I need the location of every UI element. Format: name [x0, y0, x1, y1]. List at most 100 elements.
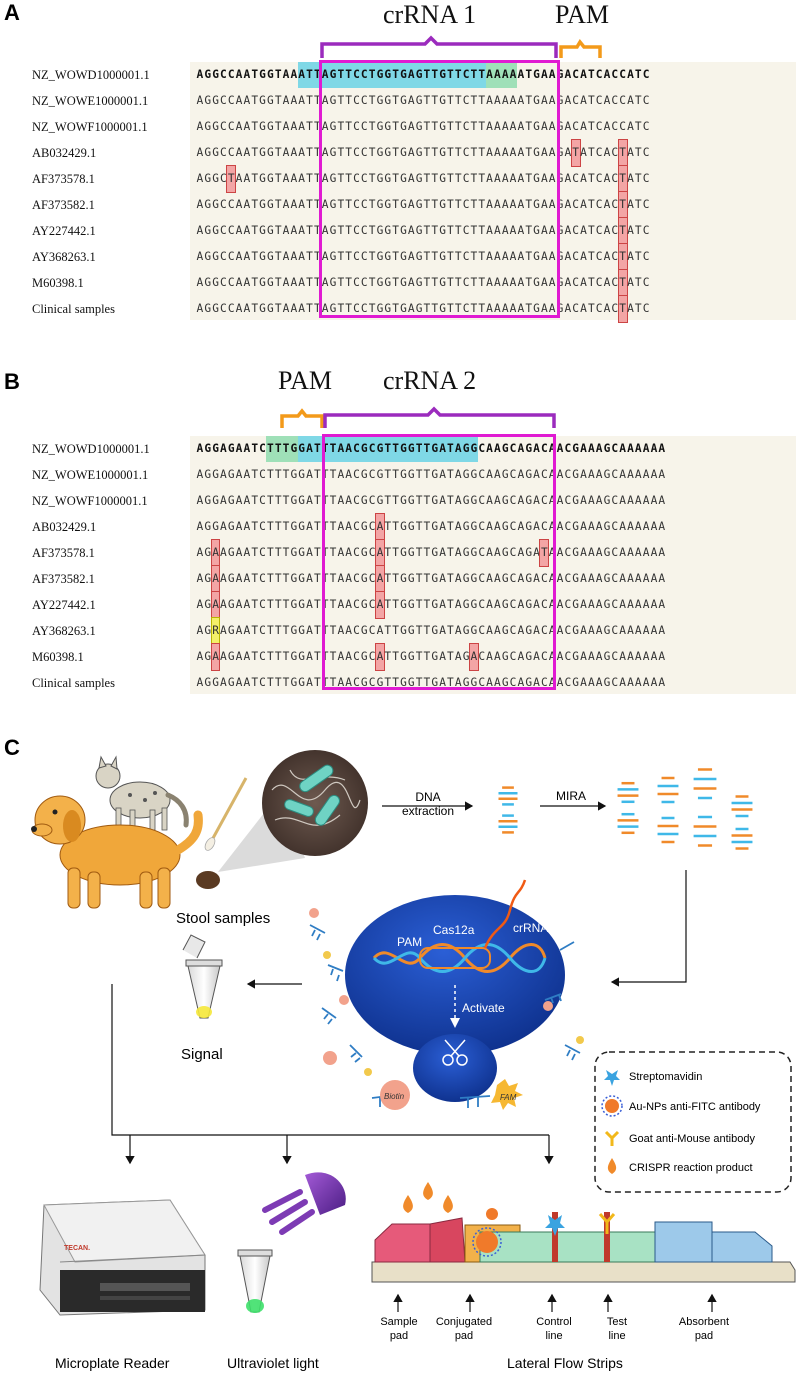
sequence-row: AGAAGAATCTTTGGATTTAACGCATTGGTTGATAGACAAG… [190, 643, 666, 671]
pam-label-b: PAM [278, 366, 332, 395]
legend-label-0: Streptomavidin [629, 1071, 702, 1083]
crrna2-label: crRNA 2 [383, 366, 477, 395]
sequence-name: AY368263.1 [32, 624, 96, 638]
strip-label: Absorbent pad [672, 1315, 736, 1343]
dna-extraction-line-1: DNA [415, 790, 441, 804]
au-np-icon [601, 1095, 623, 1117]
sequence-row: AGAAGAATCTTTGGATTTAACGCATTGGTTGATAGGCAAG… [190, 539, 666, 567]
dog-illustration [31, 795, 203, 909]
strip-label-line-2: pad [389, 1330, 409, 1342]
panel-b-brackets [280, 406, 556, 428]
droplet-icon [607, 1158, 617, 1174]
strip-label-line-1: Control [536, 1316, 572, 1328]
signal-label: Signal [181, 1046, 223, 1063]
sequence-name: NZ_WOWD1000001.1 [32, 68, 150, 82]
biotin-text: Biotin [384, 1092, 405, 1101]
sequence-name: NZ_WOWD1000001.1 [32, 442, 150, 456]
cas12a-complex [345, 879, 565, 1102]
strip-label-line-1: Absorbent [678, 1316, 730, 1328]
sequence-row: AGAAGAATCTTTGGATTTAACGCATTGGTTGATAGGCAAG… [190, 591, 666, 619]
sequence-name: Clinical samples [32, 676, 115, 690]
sequence-name: AY227442.1 [32, 224, 96, 238]
legend-label-1: Au-NPs anti-FITC antibody [629, 1101, 761, 1113]
sequence-row: AGGAGAATCTTTGGATTTAACGCGTTGGTTGATAGGCAAG… [196, 494, 666, 507]
cas12a-text: Cas12a [433, 923, 475, 937]
bacteria-magnified-view [262, 750, 368, 856]
sequence-name: NZ_WOWE1000001.1 [32, 468, 149, 482]
swab-illustration [204, 777, 248, 851]
sequence-row: AGGCCAATGGTAAATTAGTTCCTGGTGAGTTGTTCTTAAA… [190, 295, 650, 323]
sequence-name: NZ_WOWF1000001.1 [32, 494, 148, 508]
sequence-name: NZ_WOWE1000001.1 [32, 94, 149, 108]
stool-illustration [196, 871, 220, 889]
crrna-text: crRNA [513, 921, 548, 935]
sequence-row: AGGCCAATGGTAAATTAGTTCCTGGTGAGTTGTTCTTAAA… [190, 269, 650, 297]
sequence-name: Clinical samples [32, 302, 115, 316]
sequence-name: AY368263.1 [32, 250, 96, 264]
strip-label: Test line [585, 1315, 649, 1343]
legend-box [594, 1051, 792, 1193]
sequence-row: AGGAGAATCTTTGGATTTAACGCGTTGGTTGATAGGCAAG… [196, 468, 666, 481]
sequence-name: AF373582.1 [32, 198, 95, 212]
strip-label: Sample pad [367, 1315, 431, 1343]
sequence-row: AGRAGAATCTTTGGATTTAACGCATTGGTTGATAGGCAAG… [190, 617, 666, 645]
activate-text: Activate [462, 1001, 505, 1015]
strip-label-line-2: pad [694, 1330, 714, 1342]
lateral-flow-strip [371, 1208, 796, 1283]
distribution-line [111, 984, 549, 1136]
cat-illustration [95, 755, 189, 831]
sequence-row: AGGAGAATCTTTGGATTTAACGCGTTGGTTGATAGGCAAG… [190, 436, 666, 462]
sequence-row: AGGCCAATGGTAAATTAGTTCCTGGTGAGTTGTTCTTAAA… [190, 62, 650, 88]
arrow-to-cas12a [610, 870, 687, 987]
crrna1-box [319, 60, 560, 318]
sequence-row: AGGCCAATGGTAAATTAGTTCCTGGTGAGTTGTTCTTAAA… [196, 120, 650, 133]
sequence-name: AF373578.1 [32, 172, 95, 186]
lateral-flow-strips-label: Lateral Flow Strips [507, 1355, 623, 1371]
panel-a-alignment: AGGCCAATGGTAAATTAGTTCCTGGTGAGTTGTTCTTAAA… [190, 62, 796, 323]
sequence-row: AGGCCAATGGTAAATTAGTTCCTGGTGAGTTGTTCTTAAA… [190, 191, 650, 219]
dna-extraction-label: DNA extraction [395, 790, 461, 818]
strip-label-line-1: Conjugated [435, 1316, 493, 1328]
legend-label-3: CRISPR reaction product [629, 1162, 753, 1174]
sequence-row: AGGCCAATGGTAAATTAGTTCCTGGTGAGTTGTTCTTAAA… [190, 217, 650, 245]
strip-label-line-1: Test [606, 1316, 628, 1328]
sequence-row: AGAAGAATCTTTGGATTTAACGCATTGGTTGATAGGCAAG… [190, 565, 666, 593]
sequence-row: AGGAGAATCTTTGGATTTAACGCATTGGTTGATAGGCAAG… [190, 513, 666, 541]
panel-a-brackets [320, 35, 602, 58]
sequence-name: M60398.1 [32, 650, 84, 664]
dna-extraction-line-2: extraction [401, 804, 455, 818]
strip-label: Control line [522, 1315, 586, 1343]
pam-bracket-a [559, 38, 602, 58]
sequence-row: AGGAGAATCTTTGGATTTAACGCGTTGGTTGATAGGCAAG… [196, 676, 666, 689]
dna-helix-icon [498, 786, 518, 834]
mira-label: MIRA [556, 789, 586, 803]
sequence-row: AGGCCAATGGTAAATTAGTTCCTGGTGAGTTGTTCTTAAA… [196, 94, 650, 107]
microplate-reader-illustration [39, 1199, 206, 1316]
stool-samples-label: Stool samples [176, 910, 271, 927]
strip-label-line-2: line [608, 1330, 626, 1342]
sequence-row: AGGCTAATGGTAAATTAGTTCCTGGTGAGTTGTTCTTAAA… [190, 165, 650, 193]
strip-label-line-2: line [545, 1330, 563, 1342]
fam-text: FAM [500, 1093, 517, 1102]
sequence-row: AGGCCAATGGTAAATTAGTTCCTGGTGAGTTGTTCTTAAA… [190, 243, 650, 271]
legend-label-2: Goat anti-Mouse antibody [629, 1133, 755, 1145]
panel-b-label: B [4, 369, 20, 394]
crrna1-bracket [320, 35, 558, 58]
sequence-name: AB032429.1 [32, 520, 97, 534]
sequence-name: AB032429.1 [32, 146, 97, 160]
reaction-droplets [403, 1182, 453, 1213]
streptavidin-icon [604, 1070, 620, 1086]
reader-brand: TECAN. [64, 1245, 90, 1252]
pam-label-a: PAM [555, 0, 609, 29]
microplate-reader-label: Microplate Reader [55, 1355, 170, 1371]
uv-light-icon [262, 1172, 346, 1235]
strip-label-line-1: Sample [380, 1316, 418, 1328]
signal-tube-icon [182, 934, 223, 1019]
pam-bracket-b [280, 408, 324, 428]
sequence-name: M60398.1 [32, 276, 84, 290]
uv-tube-icon [237, 1249, 273, 1313]
ultraviolet-light-label: Ultraviolet light [227, 1355, 319, 1371]
panel-b-alignment: AGGAGAATCTTTGGATTTAACGCGTTGGTTGATAGGCAAG… [190, 436, 796, 694]
